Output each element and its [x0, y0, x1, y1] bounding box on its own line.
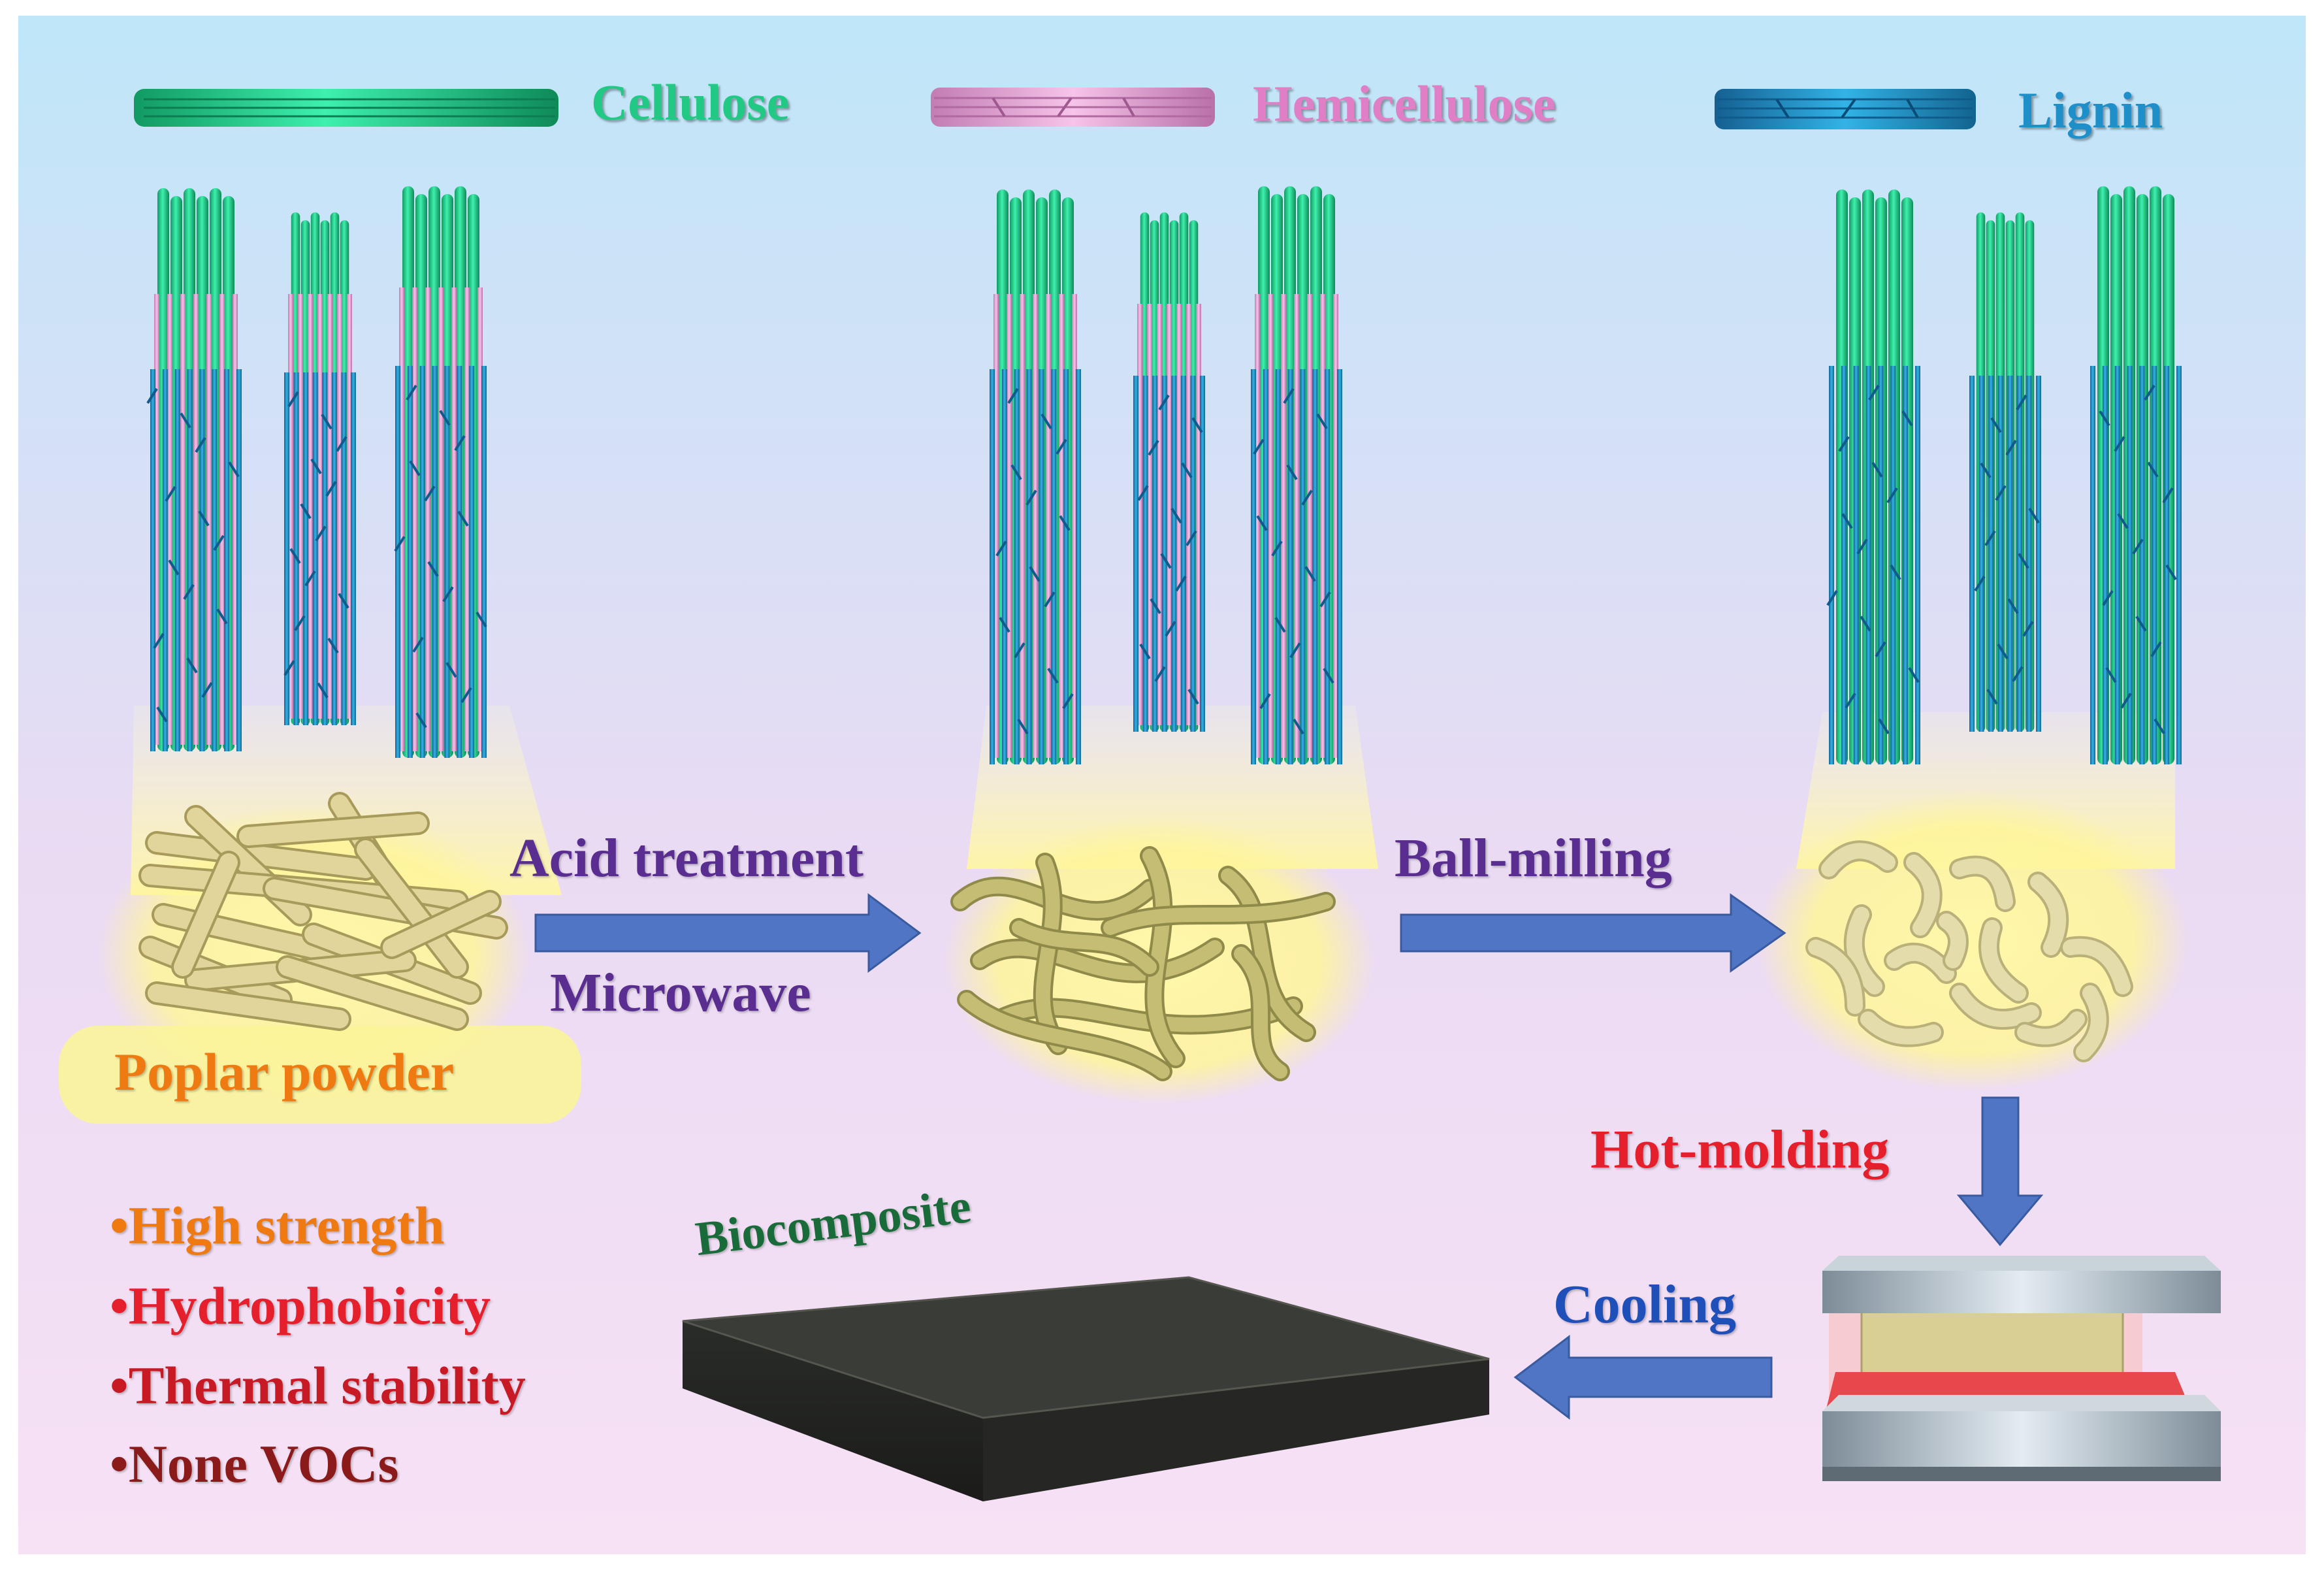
- label-poplar-powder: Poplar powder: [114, 1042, 455, 1102]
- arrow-cooling: [1513, 1334, 1773, 1420]
- acid-treated-powder-illustration: [944, 817, 1375, 1104]
- arrow-ball-milling: [1400, 893, 1786, 973]
- fiber-bundle: [1826, 189, 1920, 764]
- legend-label-cellulose: Cellulose: [591, 74, 790, 131]
- legend-label-lignin: Lignin: [2018, 82, 2163, 139]
- arrow-hot-molding: [1956, 1096, 2044, 1247]
- legend-cellulose-swatch: [134, 89, 558, 127]
- legend-label-hemicellulose: Hemicellulose: [1253, 75, 1556, 132]
- legend-hemicellulose-swatch: [931, 88, 1215, 127]
- fiber-bundle: [990, 189, 1081, 764]
- fiber-bundle: [1969, 212, 2041, 732]
- step-label-cooling: Cooling: [1553, 1274, 1737, 1335]
- fiber-bundle: [146, 188, 242, 751]
- step-label-hot-molding: Hot-molding: [1590, 1119, 1890, 1180]
- hot-press-illustration: [1822, 1256, 2221, 1481]
- fiber-bundle: [1251, 186, 1342, 764]
- property-high-strength: •High strength: [110, 1196, 445, 1255]
- step-label-ball-milling: Ball-milling: [1395, 828, 1672, 889]
- poplar-powder-illustration: [59, 792, 581, 1124]
- fiber-bundle: [1133, 212, 1205, 732]
- fiber-bundles: [146, 186, 2182, 764]
- property-thermal-stability: •Thermal stability: [110, 1356, 526, 1415]
- step-label-acid-treatment: Acid treatment: [509, 828, 863, 889]
- ball-milled-powder-illustration: [1757, 791, 2188, 1091]
- arrow-acid-treatment: [534, 893, 922, 973]
- property-hydrophobicity: •Hydrophobicity: [110, 1276, 491, 1335]
- fiber-bundle: [394, 186, 487, 758]
- fiber-bundle: [283, 212, 356, 725]
- legend-lignin-swatch: [1715, 89, 1976, 129]
- step-label-microwave: Microwave: [550, 962, 811, 1023]
- biocomposite-slab: [682, 1276, 1490, 1501]
- fiber-bundle: [2090, 186, 2182, 764]
- property-none-vocs: •None VOCs: [110, 1434, 399, 1494]
